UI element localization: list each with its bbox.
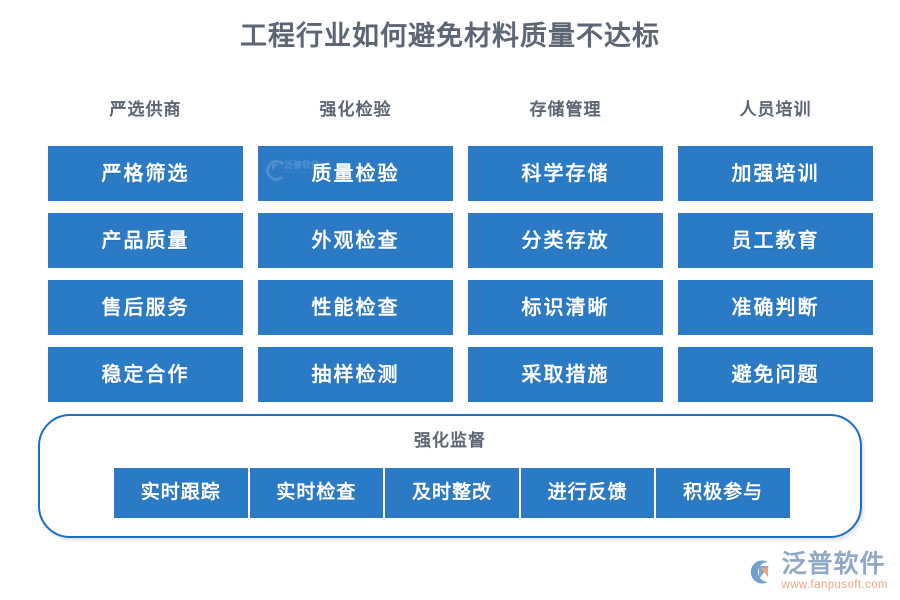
column-header-4: 人员培训 bbox=[739, 100, 812, 119]
brand-name: 泛普软件 bbox=[781, 551, 886, 578]
grid-cell-label: 员工教育 bbox=[731, 229, 820, 252]
panel-cell-label: 实时检查 bbox=[276, 482, 357, 503]
grid-cell[interactable]: 性能检查 bbox=[258, 280, 453, 335]
grid-cell[interactable]: 稳定合作 bbox=[48, 347, 243, 402]
supervision-panel-title: 强化监督 bbox=[414, 431, 486, 450]
grid-cell-label: 准确判断 bbox=[731, 296, 820, 319]
brand-url: www.fanpusoft.com bbox=[781, 579, 888, 591]
panel-cell-label: 及时整改 bbox=[411, 482, 492, 503]
brand-logo: 泛普软件 www.fanpusoft.com bbox=[746, 551, 888, 592]
grid-cell-label: 性能检查 bbox=[311, 296, 400, 319]
grid-cell[interactable]: 准确判断 bbox=[678, 280, 873, 335]
page-title: 工程行业如何避免材料质量不达标 bbox=[240, 21, 660, 51]
column-header-2: 强化检验 bbox=[319, 100, 392, 119]
grid-cell-label: 标识清晰 bbox=[521, 296, 610, 319]
grid-cell[interactable]: 分类存放 bbox=[468, 213, 663, 268]
grid-cell[interactable]: 采取措施 bbox=[468, 347, 663, 402]
grid-cell[interactable]: 科学存储 bbox=[468, 146, 663, 201]
fanpu-logo-icon bbox=[746, 557, 776, 587]
grid-cell[interactable]: 抽样检测 bbox=[258, 347, 453, 402]
grid-cell-label: 产品质量 bbox=[101, 229, 190, 252]
grid-cell-label: 售后服务 bbox=[101, 296, 190, 319]
grid-cell[interactable]: 外观检查 bbox=[258, 213, 453, 268]
column-headers: 严选供商 强化检验 存储管理 人员培训 bbox=[48, 98, 873, 122]
panel-cell-label: 进行反馈 bbox=[547, 482, 628, 503]
brand-text: 泛普软件 www.fanpusoft.com bbox=[781, 551, 888, 592]
grid-cell[interactable]: 泛普软件 www.fanpusoft.com 质量检验 bbox=[258, 146, 453, 201]
panel-cell[interactable]: 实时检查 bbox=[249, 468, 384, 518]
grid-cell-label: 稳定合作 bbox=[101, 363, 190, 386]
grid-cell[interactable]: 员工教育 bbox=[678, 213, 873, 268]
grid-cell-label: 抽样检测 bbox=[311, 363, 400, 386]
grid-cell-label: 加强培训 bbox=[731, 162, 820, 185]
grid-cell-label: 科学存储 bbox=[521, 162, 610, 185]
panel-cell[interactable]: 积极参与 bbox=[656, 468, 790, 518]
grid-cell[interactable]: 产品质量 bbox=[48, 213, 243, 268]
column-header-1: 严选供商 bbox=[109, 100, 182, 119]
grid-cell-label: 严格筛选 bbox=[101, 162, 190, 185]
panel-cell[interactable]: 及时整改 bbox=[385, 468, 519, 518]
category-column-2: 泛普软件 www.fanpusoft.com 质量检验 外观检查 性能检查 抽样… bbox=[258, 146, 453, 402]
category-column-4: 加强培训 员工教育 准确判断 避免问题 bbox=[678, 146, 873, 402]
grid-cell-label: 质量检验 bbox=[311, 162, 400, 185]
grid-cell[interactable]: 标识清晰 bbox=[468, 280, 663, 335]
grid-cell[interactable]: 严格筛选 bbox=[48, 146, 243, 201]
supervision-panel: 强化监督 实时跟踪 实时检查 及时整改 进行反馈 积极参与 bbox=[38, 414, 862, 538]
grid-cell-label: 分类存放 bbox=[521, 229, 610, 252]
grid-cell-label: 采取措施 bbox=[521, 363, 610, 386]
grid-cell[interactable]: 售后服务 bbox=[48, 280, 243, 335]
grid-cell-label: 避免问题 bbox=[731, 363, 820, 386]
category-grid: 严格筛选 产品质量 售后服务 稳定合作 泛普软件 www.fanpusoft.c… bbox=[48, 146, 873, 402]
supervision-panel-items: 实时跟踪 实时检查 及时整改 进行反馈 积极参与 bbox=[114, 468, 790, 518]
grid-cell[interactable]: 加强培训 bbox=[678, 146, 873, 201]
column-header-3: 存储管理 bbox=[529, 100, 602, 119]
grid-cell-label: 外观检查 bbox=[311, 229, 400, 252]
panel-cell-label: 积极参与 bbox=[683, 482, 764, 503]
fanpu-mark-icon bbox=[266, 160, 287, 181]
category-column-1: 严格筛选 产品质量 售后服务 稳定合作 bbox=[48, 146, 243, 402]
panel-cell-label: 实时跟踪 bbox=[140, 482, 221, 503]
panel-cell[interactable]: 实时跟踪 bbox=[114, 468, 248, 518]
category-column-3: 科学存储 分类存放 标识清晰 采取措施 bbox=[468, 146, 663, 402]
grid-cell[interactable]: 避免问题 bbox=[678, 347, 873, 402]
panel-cell[interactable]: 进行反馈 bbox=[520, 468, 655, 518]
